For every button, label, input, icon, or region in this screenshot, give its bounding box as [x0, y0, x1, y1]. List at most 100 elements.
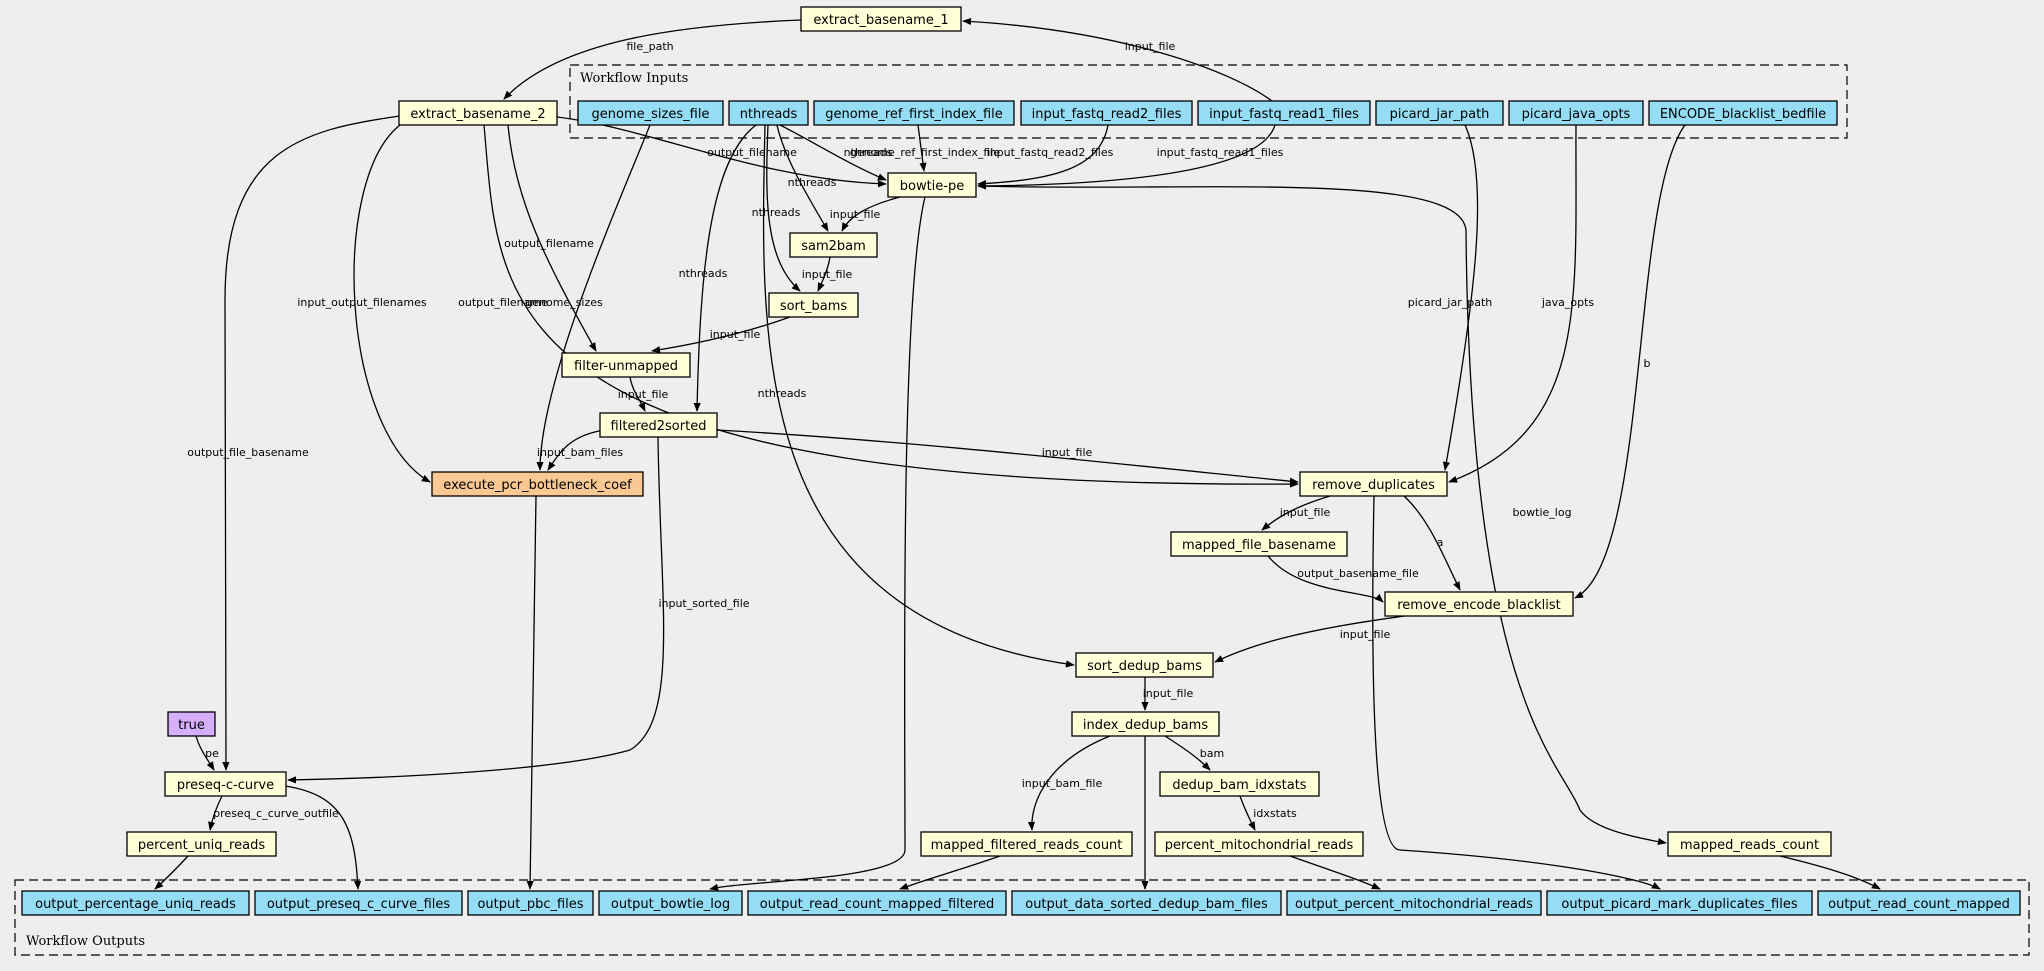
node-box[interactable]	[164, 771, 287, 797]
node-box[interactable]	[1159, 771, 1320, 797]
node-sam2bam[interactable]: sam2bam	[789, 232, 878, 258]
edge-label-output-file-basename: output_file_basename	[187, 446, 309, 459]
node-box[interactable]	[1071, 711, 1220, 737]
node-box[interactable]	[1286, 890, 1542, 916]
node-input-fastq-read2-files[interactable]: input_fastq_read2_files	[1020, 100, 1193, 126]
node-box[interactable]	[1197, 100, 1371, 126]
edge-bowtie_pe-to-sam2bam	[841, 196, 901, 232]
node-output-preseq-c-curve-files[interactable]: output_preseq_c_curve_files	[254, 890, 463, 916]
node-nthreads[interactable]: nthreads	[728, 100, 809, 126]
node-box[interactable]	[1020, 100, 1193, 126]
node-box[interactable]	[1299, 471, 1448, 497]
node-label: output_bowtie_log	[611, 897, 730, 912]
node-execute-pcr-bottleneck-coef[interactable]: execute_pcr_bottleneck_coef	[431, 471, 644, 497]
edge-label-java-opts: java_opts	[1541, 296, 1595, 309]
node-box[interactable]	[789, 232, 878, 258]
node-box[interactable]	[577, 100, 724, 126]
node-box[interactable]	[1667, 831, 1832, 857]
node-box[interactable]	[254, 890, 463, 916]
node-box[interactable]	[813, 100, 1015, 126]
node-output-percentage-uniq-reads[interactable]: output_percentage_uniq_reads	[21, 890, 250, 916]
edge-mapped_file_basename-to-remove_encode_blacklist	[1267, 555, 1384, 603]
node-mapped-filtered-reads-count[interactable]: mapped_filtered_reads_count	[920, 831, 1133, 857]
edge-label-idxstats: idxstats	[1253, 807, 1297, 820]
edge-label-output-filename: output_filename	[707, 146, 797, 159]
node-genome-ref-first-index-file[interactable]: genome_ref_first_index_file	[813, 100, 1015, 126]
node-label: filter-unmapped	[574, 359, 678, 374]
edge-percent_uniq_reads-to-output_percentage_uniq_reads	[154, 855, 189, 890]
node-genome-sizes-file[interactable]: genome_sizes_file	[577, 100, 724, 126]
node-box[interactable]	[561, 352, 691, 378]
node-output-bowtie-log[interactable]: output_bowtie_log	[598, 890, 743, 916]
node-output-percent-mitochondrial-reads[interactable]: output_percent_mitochondrial_reads	[1286, 890, 1542, 916]
node-picard-java-opts[interactable]: picard_java_opts	[1508, 100, 1644, 126]
node-input-fastq-read1-files[interactable]: input_fastq_read1_files	[1197, 100, 1371, 126]
node-mapped-file-basename[interactable]: mapped_file_basename	[1170, 531, 1348, 557]
node-true-default[interactable]: true	[167, 711, 216, 737]
node-extract-basename-1[interactable]: extract_basename_1	[800, 6, 962, 32]
node-output-read-count-mapped[interactable]: output_read_count_mapped	[1817, 890, 2021, 916]
node-picard-jar-path[interactable]: picard_jar_path	[1375, 100, 1504, 126]
cluster-label-outputs: Workflow Outputs	[26, 934, 145, 949]
node-box[interactable]	[1154, 831, 1364, 857]
node-box[interactable]	[126, 831, 277, 857]
node-filter-unmapped[interactable]: filter-unmapped	[561, 352, 691, 378]
node-extract-basename-2[interactable]: extract_basename_2	[398, 100, 558, 126]
node-index-dedup-bams[interactable]: index_dedup_bams	[1071, 711, 1220, 737]
node-box[interactable]	[598, 890, 743, 916]
node-box[interactable]	[800, 6, 962, 32]
node-remove-encode-blacklist[interactable]: remove_encode_blacklist	[1384, 591, 1574, 617]
node-box[interactable]	[398, 100, 558, 126]
node-box[interactable]	[1648, 100, 1838, 126]
node-box[interactable]	[21, 890, 250, 916]
node-box[interactable]	[920, 831, 1133, 857]
edge-label-nthreads: nthreads	[679, 267, 728, 280]
node-preseq-c-curve[interactable]: preseq-c-curve	[164, 771, 287, 797]
edge-remove_encode_blacklist-to-sort_dedup_bams	[1214, 615, 1406, 663]
node-box[interactable]	[1075, 652, 1214, 678]
node-box[interactable]	[1375, 100, 1504, 126]
node-box[interactable]	[1546, 890, 1813, 916]
node-output-pbc-files[interactable]: output_pbc_files	[467, 890, 594, 916]
node-remove-duplicates[interactable]: remove_duplicates	[1299, 471, 1448, 497]
node-box[interactable]	[768, 292, 859, 318]
edge-genome_ref_first_index_file-to-bowtie_pe	[917, 124, 927, 172]
node-dedup-bam-idxstats[interactable]: dedup_bam_idxstats	[1159, 771, 1320, 797]
node-box[interactable]	[747, 890, 1007, 916]
edge-label-input-file: input_file	[1125, 40, 1176, 53]
node-label: ENCODE_blacklist_bedfile	[1660, 107, 1826, 122]
node-box[interactable]	[887, 172, 977, 198]
node-label: output_preseq_c_curve_files	[267, 897, 451, 912]
node-box[interactable]	[1170, 531, 1348, 557]
node-box[interactable]	[728, 100, 809, 126]
edge-remove_duplicates-to-output_picard_mark_duplicates_files	[1372, 495, 1661, 890]
node-bowtie-pe[interactable]: bowtie-pe	[887, 172, 977, 198]
node-box[interactable]	[467, 890, 594, 916]
edge-sam2bam-to-sort_bams	[817, 256, 831, 292]
node-label: execute_pcr_bottleneck_coef	[443, 478, 632, 493]
node-sort-dedup-bams[interactable]: sort_dedup_bams	[1075, 652, 1214, 678]
edge-label-a: a	[1437, 536, 1444, 549]
node-box[interactable]	[167, 711, 216, 737]
node-encode-blacklist-bedfile[interactable]: ENCODE_blacklist_bedfile	[1648, 100, 1838, 126]
node-mapped-reads-count[interactable]: mapped_reads_count	[1667, 831, 1832, 857]
edge-label-nthreads: nthreads	[758, 387, 807, 400]
node-box[interactable]	[599, 412, 718, 438]
node-filtered2sorted[interactable]: filtered2sorted	[599, 412, 718, 438]
node-box[interactable]	[1384, 591, 1574, 617]
node-sort-bams[interactable]: sort_bams	[768, 292, 859, 318]
node-box[interactable]	[1817, 890, 2021, 916]
node-box[interactable]	[1011, 890, 1282, 916]
node-box[interactable]	[1508, 100, 1644, 126]
edge-preseq_c_curve-to-percent_uniq_reads	[208, 795, 223, 831]
edge-index_dedup_bams-to-mapped_filtered_reads_count	[1027, 735, 1111, 831]
edge-true_default-to-preseq_c_curve	[195, 735, 215, 771]
node-box[interactable]	[431, 471, 644, 497]
node-output-read-count-mapped-filtered[interactable]: output_read_count_mapped_filtered	[747, 890, 1007, 916]
node-output-data-sorted-dedup-bam-files[interactable]: output_data_sorted_dedup_bam_files	[1011, 890, 1282, 916]
edge-input_fastq_read1_files-to-bowtie_pe	[977, 124, 1276, 190]
node-percent-uniq-reads[interactable]: percent_uniq_reads	[126, 831, 277, 857]
edge-filtered2sorted-to-preseq_c_curve	[287, 436, 665, 784]
node-output-picard-mark-duplicates-files[interactable]: output_picard_mark_duplicates_files	[1546, 890, 1813, 916]
node-percent-mitochondrial-reads[interactable]: percent_mitochondrial_reads	[1154, 831, 1364, 857]
